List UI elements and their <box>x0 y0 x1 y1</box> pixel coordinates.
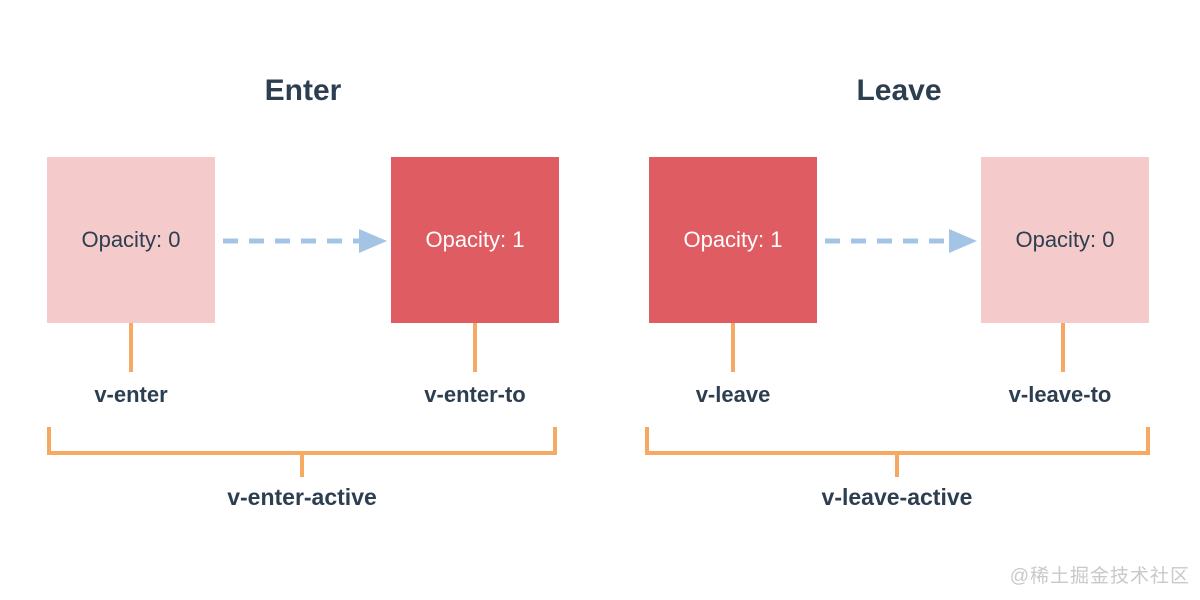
leave-end-box-label: Opacity: 0 <box>1015 227 1115 252</box>
watermark: @稀土掘金技术社区 <box>1009 566 1190 587</box>
enter-end-box-label: Opacity: 1 <box>425 227 525 252</box>
leave-start-box: Opacity: 1 <box>649 157 817 323</box>
enter-start-connector-line <box>129 323 133 372</box>
leave-end-box: Opacity: 0 <box>981 157 1149 323</box>
enter-dashed-arrow-icon <box>223 229 387 253</box>
enter-end-connector-line <box>473 323 477 372</box>
leave-bracket-stem <box>895 453 899 477</box>
enter-bracket-right-stub <box>553 427 557 455</box>
v-leave-active-label: v-leave-active <box>821 484 973 510</box>
enter-start-box: Opacity: 0 <box>47 157 215 323</box>
leave-bracket-right-stub <box>1146 427 1150 455</box>
leave-start-box-label: Opacity: 1 <box>683 227 783 252</box>
v-leave-to-label: v-leave-to <box>1008 382 1112 407</box>
enter-end-box: Opacity: 1 <box>391 157 559 323</box>
enter-panel-title: Enter <box>264 74 342 107</box>
leave-dashed-arrow-icon <box>825 229 977 253</box>
v-enter-to-label: v-enter-to <box>424 382 526 407</box>
v-enter-active-label: v-enter-active <box>227 484 377 510</box>
leave-start-connector-line <box>731 323 735 372</box>
enter-bracket-stem <box>300 453 304 477</box>
leave-bracket-left-stub <box>645 427 649 455</box>
v-enter-label: v-enter <box>94 382 168 407</box>
v-leave-label: v-leave <box>695 382 771 407</box>
leave-end-connector-line <box>1061 323 1065 372</box>
enter-bracket-left-stub <box>47 427 51 455</box>
leave-panel-title: Leave <box>856 74 942 107</box>
enter-start-box-label: Opacity: 0 <box>81 227 181 252</box>
